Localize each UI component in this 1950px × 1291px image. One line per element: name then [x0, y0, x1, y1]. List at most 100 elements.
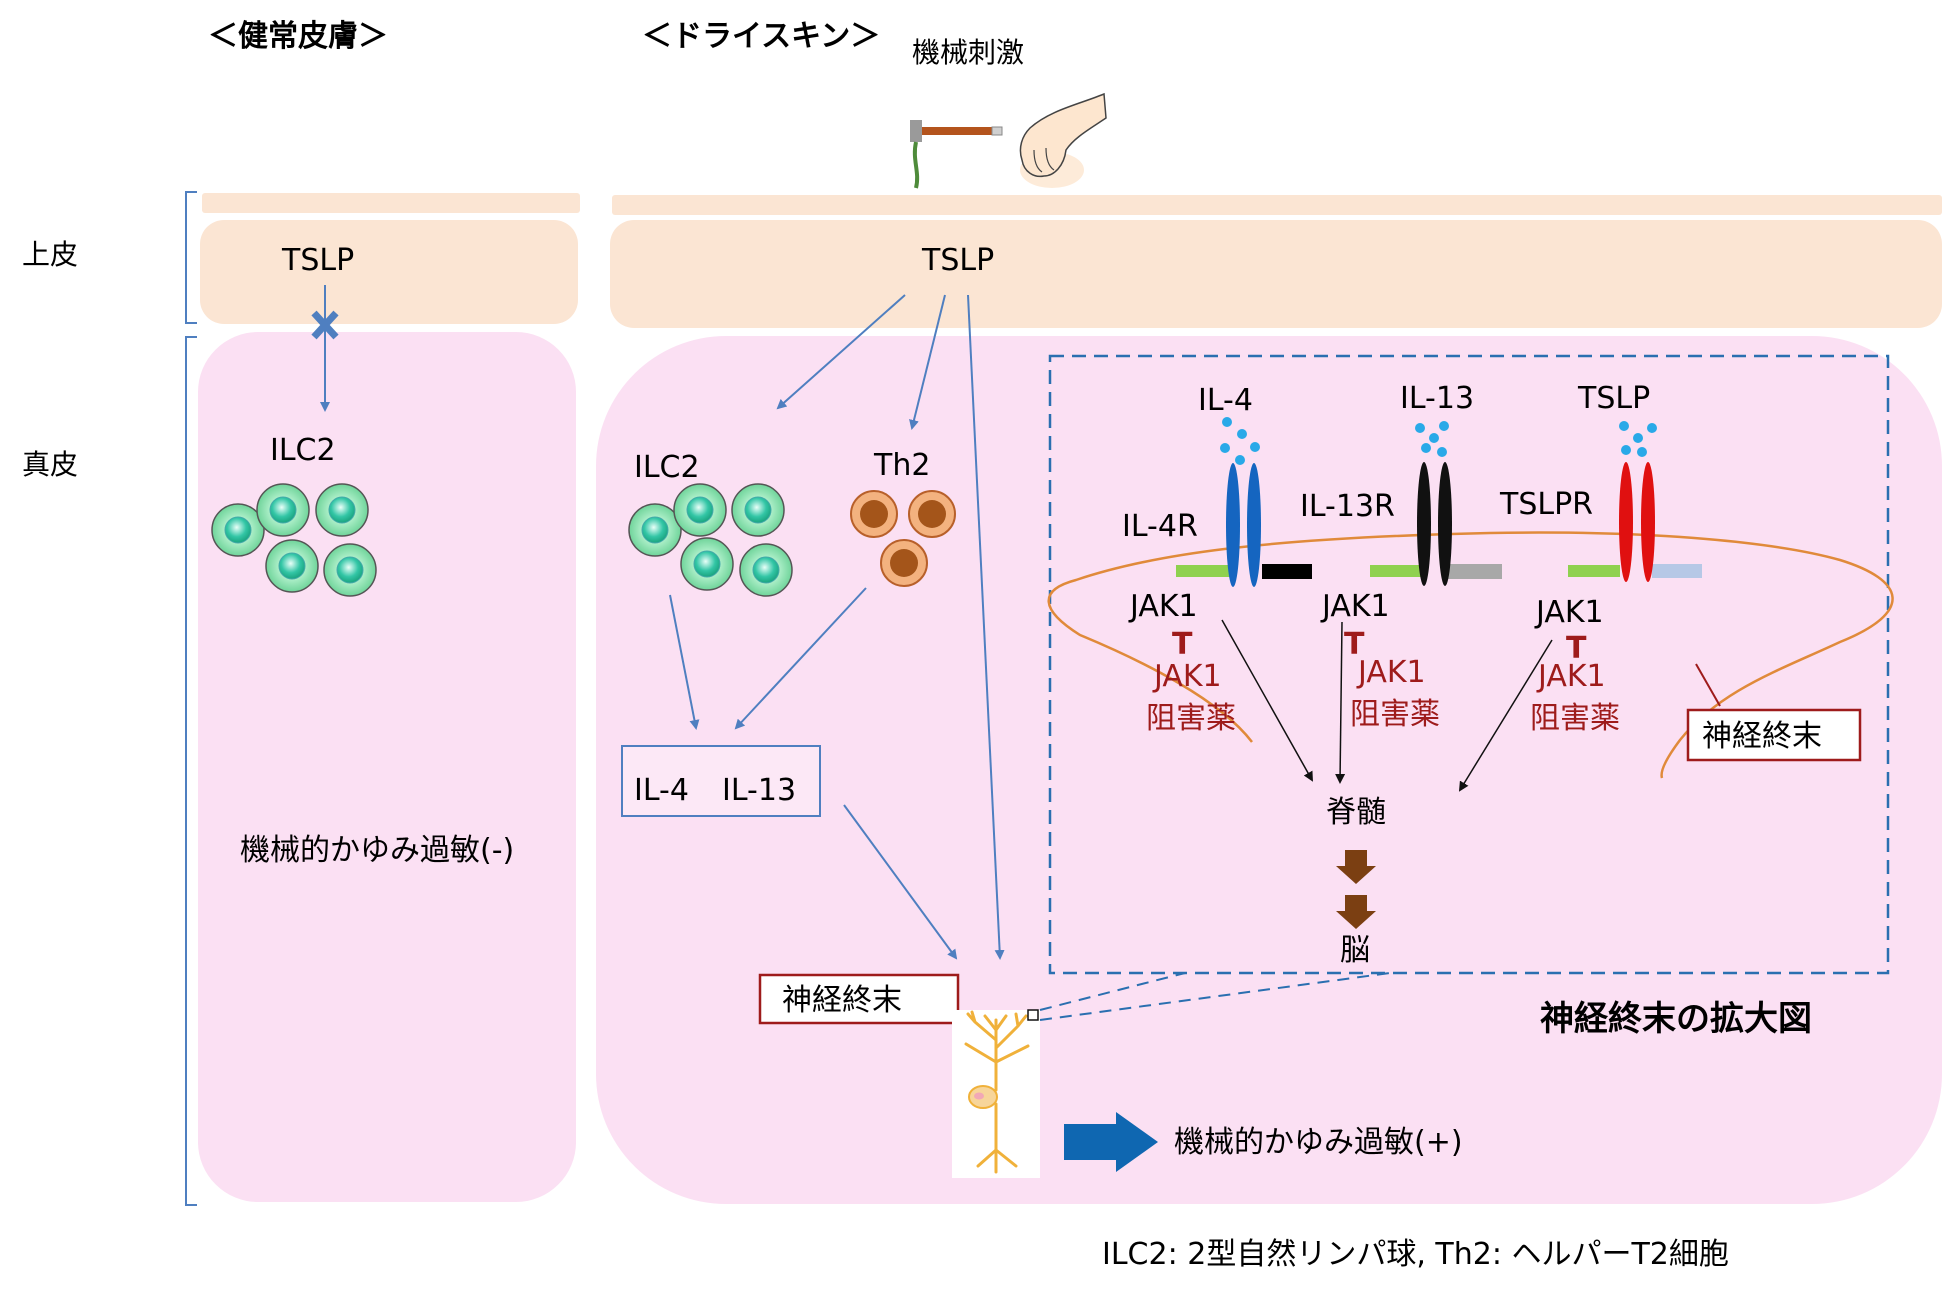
il13r-green-chain — [1370, 565, 1422, 577]
il4r-beta-chain — [1247, 463, 1261, 587]
result-arrow-icon — [1064, 1112, 1158, 1172]
healthy-ilc2-label: ILC2 — [270, 433, 336, 468]
ilc2-nucleus — [336, 556, 364, 584]
ilc2-nucleus — [693, 550, 721, 578]
tslp-to-ilc2-arrow — [776, 294, 906, 410]
th2-cell-cluster — [850, 490, 956, 587]
th2-nucleus — [918, 500, 946, 528]
il4-jak1-label: JAK1 — [1128, 589, 1198, 624]
il4-inhibitor-line1: JAK1 — [1152, 659, 1222, 694]
il4-ligand-dots — [1220, 417, 1260, 465]
healthy-dermis — [198, 332, 576, 1202]
ligand-dot — [1621, 445, 1631, 455]
neuron-icon — [952, 1009, 1040, 1178]
il13r-beta-chain — [1438, 462, 1452, 586]
dry-ilc2-label: ILC2 — [634, 450, 700, 485]
dry-stratum-corneum — [612, 195, 1942, 215]
hand-icon — [1019, 92, 1107, 188]
tslp-jak1-label: JAK1 — [1534, 595, 1604, 630]
tslpr-alpha-chain — [1619, 462, 1633, 582]
th2-nucleus — [860, 500, 888, 528]
il4-signal-arrow — [1221, 619, 1313, 782]
nerve-membrane-curve — [1047, 531, 1894, 779]
tslp-signal-arrow — [1458, 639, 1553, 792]
ilc2-to-cytokine-arrow — [669, 594, 700, 730]
il4-receptor-group: IL-4 IL-4R JAK1 T JAK1 阻害薬 — [1122, 383, 1312, 736]
zoom-nerve-label-pointer — [1695, 663, 1721, 707]
tslp-to-th2-arrow — [909, 294, 946, 430]
zoom-inset-box — [1048, 354, 1890, 975]
tslp-inhibitor-line2: 阻害薬 — [1530, 701, 1620, 736]
il13-signal-arrow — [1335, 621, 1346, 784]
il13r-alpha-chain — [1417, 462, 1431, 586]
brain-label: 脳 — [1340, 933, 1370, 968]
header-healthy: ＜健常皮膚＞ — [208, 19, 388, 54]
il13-inhibition-mark: T — [1344, 627, 1365, 662]
header-dry-skin: ＜ドライスキン＞ — [642, 19, 880, 54]
tslpr-label: TSLPR — [1499, 487, 1593, 522]
ligand-dot — [1439, 421, 1449, 431]
il13r-label: IL-13R — [1300, 489, 1395, 524]
mechanical-stimulus-label: 機械刺激 — [912, 36, 1024, 69]
ilc2-nucleus — [686, 496, 714, 524]
il13r-partner-chain — [1448, 564, 1502, 579]
il13-receptor-group: IL-13 IL-13R JAK1 T JAK1 阻害薬 — [1300, 381, 1502, 732]
footnote: ILC2: 2型自然リンパ球, Th2: ヘルパーT2細胞 — [1102, 1237, 1729, 1272]
healthy-stratum-corneum — [202, 193, 580, 213]
ligand-dot — [1619, 421, 1629, 431]
tslp-receptor-group: TSLP TSLPR JAK1 T JAK1 阻害薬 — [1499, 381, 1702, 736]
il13-ligand-label: IL-13 — [1400, 381, 1474, 416]
cytokine-il13-label: IL-13 — [722, 773, 796, 808]
ligand-dot — [1250, 442, 1260, 452]
healthy-tslp-label: TSLP — [281, 243, 354, 278]
ligand-dot — [1237, 429, 1247, 439]
il4r-alpha-chain — [1226, 463, 1240, 587]
dry-result-text: 機械的かゆみ過敏(+) — [1174, 1125, 1463, 1160]
dry-epidermis — [610, 220, 1942, 328]
cytokine-box — [621, 745, 821, 817]
zoom-title: 神経終末の拡大図 — [1540, 999, 1812, 1039]
ligand-dot — [1421, 443, 1431, 453]
tslp-to-nerve-arrow — [967, 294, 1005, 960]
ligand-dot — [1437, 447, 1447, 457]
il4-inhibition-mark: T — [1172, 627, 1193, 662]
il13-jak1-label: JAK1 — [1320, 589, 1390, 624]
blocked-cross-icon — [311, 310, 339, 340]
dermis-bracket — [185, 336, 197, 1206]
ilc2-nucleus — [224, 516, 252, 544]
tslp-ligand-dots — [1619, 421, 1657, 457]
cytokine-to-nerve-arrow — [843, 804, 958, 960]
ligand-dot — [1633, 433, 1643, 443]
ligand-dot — [1222, 417, 1232, 427]
ilc2-nucleus — [641, 516, 669, 544]
ligand-dot — [1637, 447, 1647, 457]
healthy-result-text: 機械的かゆみ過敏(-) — [240, 833, 514, 868]
tslpr-beta-chain — [1641, 462, 1655, 582]
tslp-ligand-label: TSLP — [1577, 381, 1650, 416]
spine-down-arrow-icon — [1336, 850, 1376, 884]
tslpr-green-chain — [1568, 565, 1620, 577]
th2-to-cytokine-arrow — [734, 587, 867, 730]
zoom-guide-line-left — [1039, 972, 1186, 1011]
dermis-label: 真皮 — [22, 448, 78, 481]
ligand-dot — [1429, 433, 1439, 443]
nerve-ending-label-box — [758, 973, 960, 1025]
il13-ligand-dots — [1415, 421, 1449, 457]
healthy-ilc2-cell-cluster — [211, 483, 377, 597]
tslpr-partner-chain — [1652, 564, 1702, 578]
tslp-inhibitor-line1: JAK1 — [1536, 659, 1606, 694]
cytokine-il4-label: IL-4 — [634, 773, 689, 808]
epidermis-label: 上皮 — [22, 238, 78, 271]
ligand-dot — [1415, 423, 1425, 433]
zoom-nerve-label: 神経終末 — [1702, 719, 1822, 754]
dry-ilc2-cell-cluster — [628, 483, 793, 597]
ilc2-nucleus — [752, 556, 780, 584]
il13-inhibitor-line2: 阻害薬 — [1350, 697, 1440, 732]
il4r-partner-chain — [1262, 564, 1312, 579]
ligand-dot — [1647, 423, 1657, 433]
il4r-label: IL-4R — [1122, 509, 1198, 544]
ligand-dot — [1220, 443, 1230, 453]
dry-tslp-label: TSLP — [921, 243, 994, 278]
